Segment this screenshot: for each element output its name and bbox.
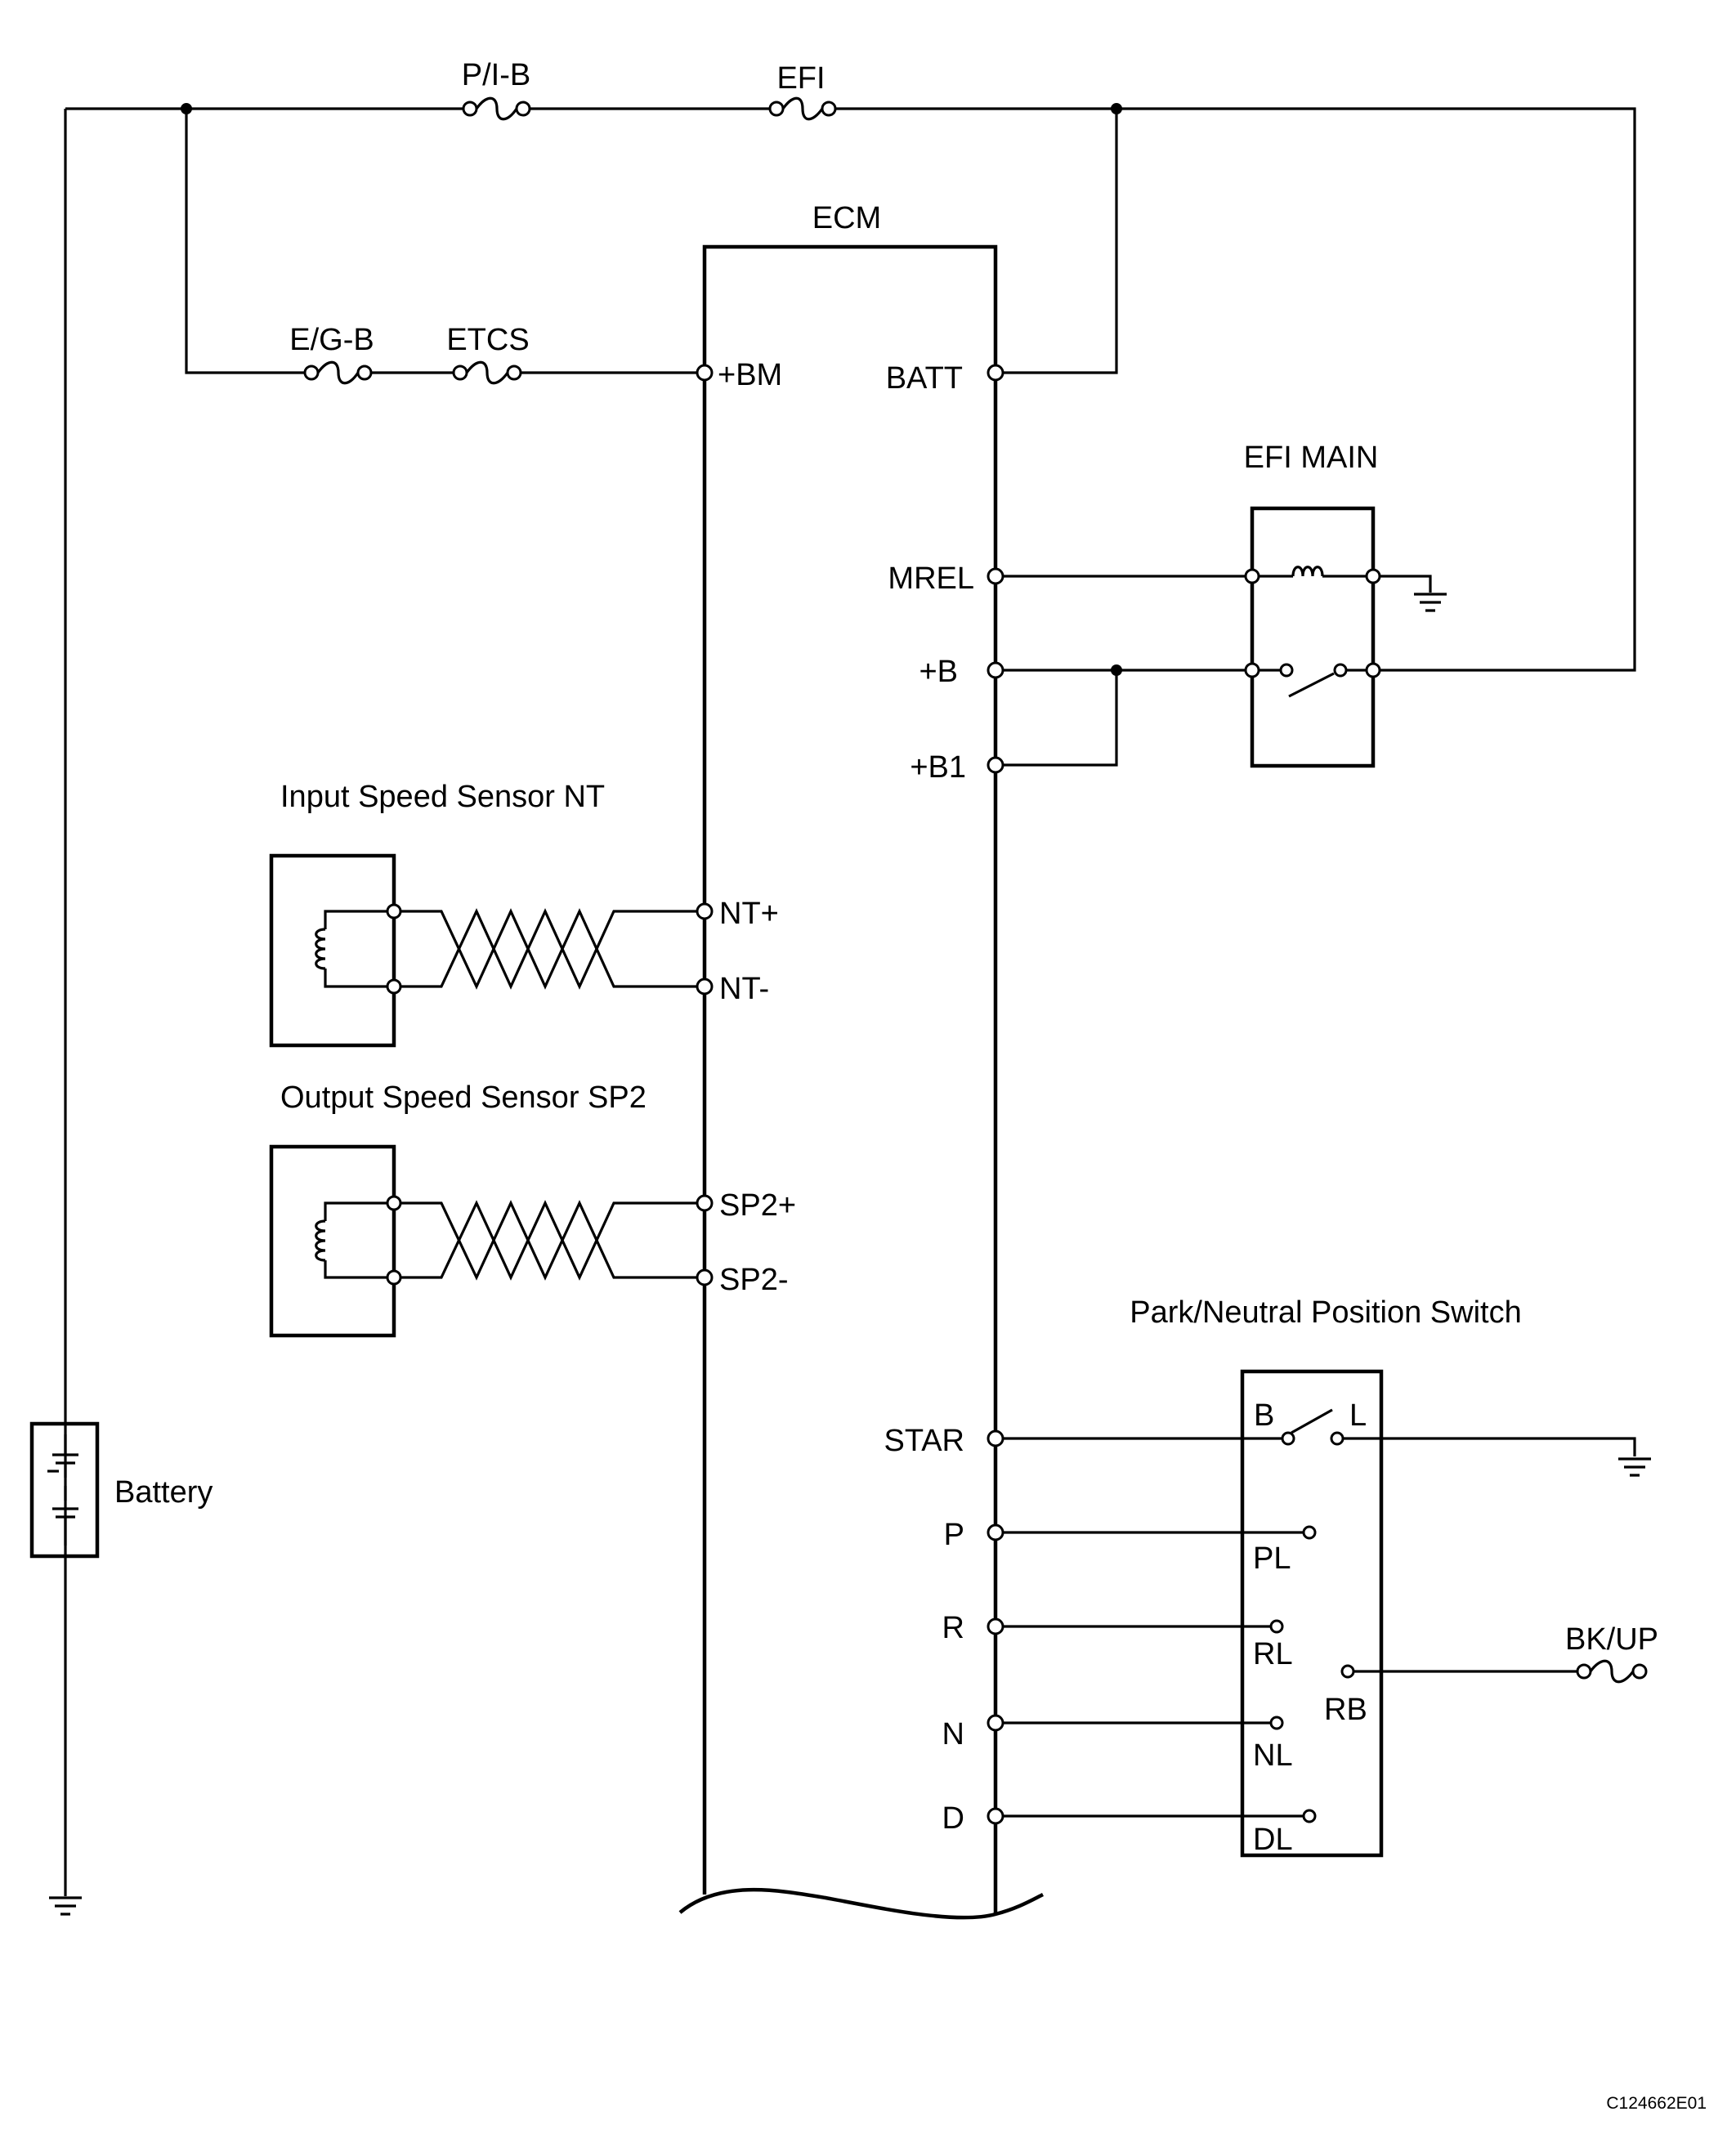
ecm-terminal-n: [987, 1714, 1004, 1732]
ecm-pin-d-label: D: [942, 1801, 964, 1836]
ecm-pin-bm-label: +BM: [718, 358, 782, 392]
input-speed-sensor-coil-icon: [315, 903, 402, 995]
battery-ground-icon: [49, 1896, 82, 1916]
ecm-pin-b1-label: +B1: [910, 750, 966, 785]
ecm-pin-r-label: R: [942, 1611, 964, 1645]
ecm-terminal-p: [987, 1523, 1004, 1541]
fuse-pib-icon: [462, 96, 531, 121]
fuse-pib-label: P/I-B: [462, 58, 530, 92]
battery-label: Battery: [114, 1475, 213, 1510]
pn-switch-rl-label: RL: [1253, 1637, 1293, 1671]
pn-switch-pl-label: PL: [1253, 1541, 1291, 1576]
ecm-pin-p-label: P: [944, 1518, 964, 1552]
input-speed-sensor-twisted-pair: [400, 908, 698, 990]
ecm-terminal-mrel: [987, 567, 1004, 585]
ecm-terminal-sp2p: [696, 1194, 714, 1212]
input-speed-sensor-box: [269, 853, 396, 1048]
ecm-terminal-star: [987, 1429, 1004, 1447]
fuse-etcs-icon: [452, 360, 522, 385]
pn-switch-l-label: L: [1349, 1398, 1367, 1433]
output-speed-sensor-box: [269, 1144, 396, 1338]
battery-icon: [47, 1434, 78, 1546]
ecm-pin-ntm-label: NT-: [719, 972, 769, 1006]
pn-switch-dl-label: DL: [1253, 1823, 1293, 1857]
fuse-etcs-label: ETCS: [446, 323, 529, 357]
fuse-bkup-label: BK/UP: [1565, 1622, 1658, 1657]
pn-switch-title: Park/Neutral Position Switch: [1130, 1295, 1521, 1330]
ecm-pin-b-label: +B: [919, 655, 958, 689]
ecm-pin-batt-label: BATT: [886, 361, 963, 396]
ecm-terminal-sp2m: [696, 1268, 714, 1286]
fuse-egb-label: E/G-B: [289, 323, 374, 357]
figure-code: C124662E01: [1606, 2094, 1707, 2113]
ecm-title: ECM: [812, 201, 881, 235]
relay-efi-main-box: [1250, 506, 1376, 768]
ecm-terminal-bm: [696, 364, 714, 382]
fuse-bkup-icon: [1576, 1659, 1648, 1684]
pn-switch-box: [1240, 1369, 1384, 1858]
ecm-terminal-b1: [987, 756, 1004, 774]
battery-box: [29, 1421, 100, 1559]
main-power-bus: [64, 103, 1636, 1896]
pn-switch-rb-label: RB: [1324, 1693, 1367, 1727]
ecm-terminal-ntp: [696, 902, 714, 920]
ecm-terminal-b: [987, 661, 1004, 679]
relay-coil-icon: [1244, 566, 1381, 584]
pn-switch-contact-icon: [1281, 1408, 1345, 1446]
pn-switch-terminals: [1269, 1525, 1355, 1823]
output-speed-sensor-title: Output Speed Sensor SP2: [280, 1080, 647, 1115]
pn-switch-b-label: B: [1254, 1398, 1274, 1433]
ecm-terminal-ntm: [696, 978, 714, 995]
output-speed-sensor-twisted-pair: [400, 1200, 698, 1281]
fuse-efi-icon: [768, 96, 837, 121]
output-speed-sensor-coil-icon: [315, 1195, 402, 1286]
relay-efi-main-title: EFI MAIN: [1244, 441, 1379, 475]
ecm-terminal-batt: [987, 364, 1004, 382]
fuse-egb-icon: [303, 360, 373, 385]
relay-wiring: [1003, 575, 1246, 767]
ecm-pin-n-label: N: [942, 1717, 964, 1751]
ecm-pin-mrel-label: MREL: [888, 561, 974, 596]
pn-switch-wiring: [1003, 1437, 1651, 1818]
ecm-terminal-d: [987, 1807, 1004, 1825]
relay-contact-icon: [1244, 662, 1381, 698]
input-speed-sensor-title: Input Speed Sensor NT: [280, 780, 605, 814]
ecm-terminal-r: [987, 1617, 1004, 1635]
ecm-pin-sp2p-label: SP2+: [719, 1188, 796, 1223]
ecm-pin-sp2m-label: SP2-: [719, 1263, 788, 1297]
fuse-efi-label: EFI: [776, 61, 825, 96]
ecm-pin-star-label: STAR: [884, 1424, 964, 1458]
pn-switch-nl-label: NL: [1253, 1738, 1293, 1773]
relay-ground-icon: [1380, 575, 1447, 612]
ecm-pin-ntp-label: NT+: [719, 897, 779, 931]
ecm-box: [678, 244, 1045, 1920]
